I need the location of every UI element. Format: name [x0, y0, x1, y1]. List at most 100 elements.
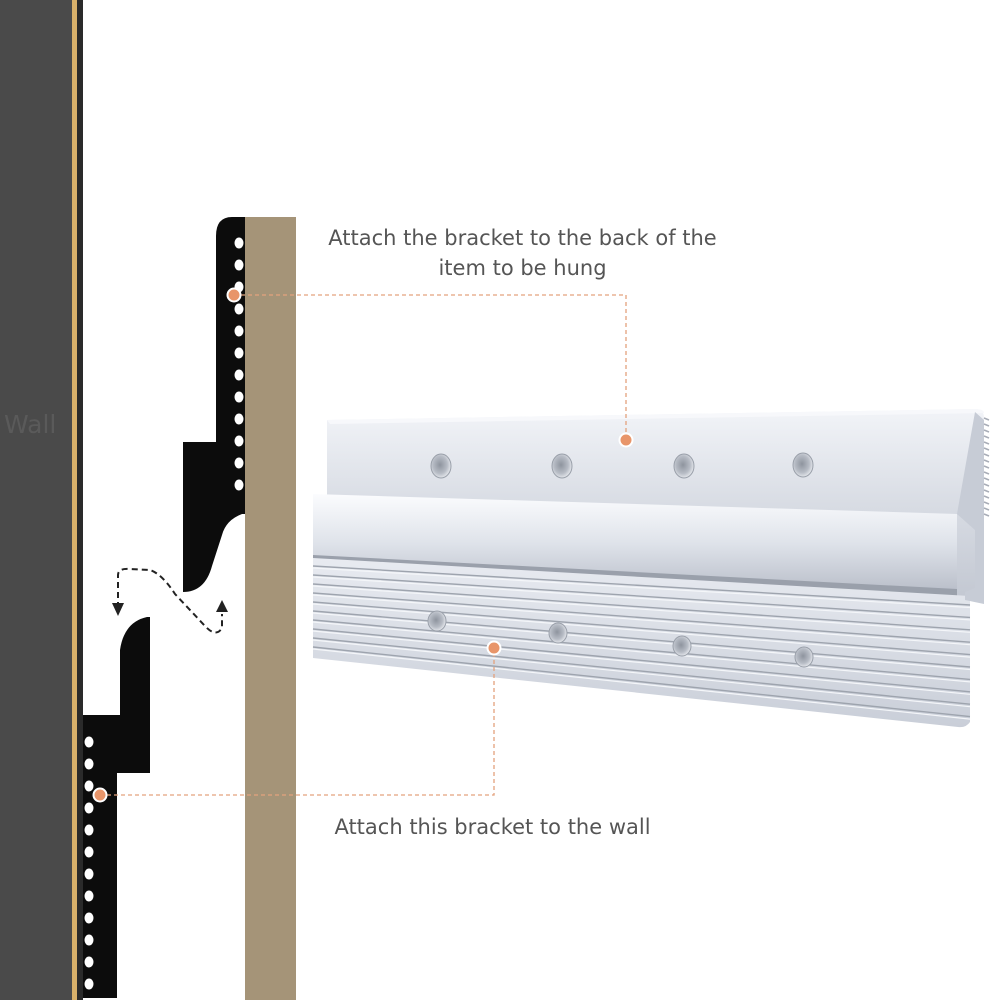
section-hole	[84, 780, 94, 792]
serration-tooth	[983, 429, 990, 433]
serration-tooth	[983, 477, 990, 481]
engagement-arrow-path	[117, 567, 223, 634]
rib-line	[312, 628, 971, 693]
rib-highlight	[312, 639, 971, 708]
arrow-head-down-icon	[112, 603, 124, 616]
serration-tooth	[983, 501, 990, 505]
section-hole	[84, 846, 94, 858]
top-bracket-caption: Attach the bracket to the back of the it…	[300, 223, 745, 283]
section-hole	[234, 413, 244, 425]
bottom-leader-line	[100, 648, 495, 796]
serration-tooth	[983, 471, 990, 475]
section-hole	[234, 259, 244, 271]
screw-hole	[673, 453, 695, 479]
marker-product-lower-plate	[486, 640, 502, 656]
wall-edge	[72, 0, 77, 1000]
rib-highlight	[312, 630, 971, 695]
top-caption-line-2: item to be hung	[438, 256, 607, 280]
serration-tooth	[983, 435, 990, 439]
callout-markers	[92, 287, 634, 803]
section-hole	[84, 978, 94, 990]
serration-tooth	[983, 507, 990, 511]
upper-bracket-section	[183, 217, 245, 592]
marker-upper-bracket-section	[226, 287, 242, 303]
rib-line	[312, 610, 971, 668]
top-caption-line-1: Attach the bracket to the back of the	[328, 226, 717, 250]
serration-tooth	[983, 447, 990, 451]
section-hole	[234, 391, 244, 403]
section-hole	[84, 802, 94, 814]
serration-tooth	[983, 453, 990, 457]
rib-line	[312, 565, 971, 606]
section-hole	[84, 890, 94, 902]
bracket-serration	[983, 417, 990, 517]
section-hole	[84, 912, 94, 924]
top-leader-line	[234, 294, 627, 440]
serration-tooth	[983, 495, 990, 499]
rib-line	[312, 574, 971, 619]
rib-highlight	[312, 585, 971, 633]
rib-highlight	[312, 612, 971, 671]
section-hole	[84, 868, 94, 880]
rib-line	[312, 592, 971, 643]
hung-item-board	[245, 217, 296, 1000]
serration-tooth	[983, 483, 990, 487]
bracket-top-lip	[327, 409, 984, 424]
bracket-ribs	[312, 565, 971, 720]
rib-highlight	[312, 603, 971, 658]
section-hole	[234, 457, 244, 469]
bottom-bracket-caption: Attach this bracket to the wall	[334, 815, 651, 839]
rib-line	[312, 583, 971, 631]
section-hole	[84, 736, 94, 748]
bracket-middle-flange	[313, 494, 957, 592]
arrow-head-up-icon	[216, 600, 228, 612]
serration-tooth	[983, 417, 990, 421]
rib-line	[312, 601, 971, 656]
wall-edge-shadow	[77, 0, 83, 1000]
serration-tooth	[983, 441, 990, 445]
screw-hole	[551, 453, 573, 479]
section-hole	[84, 824, 94, 836]
rib-highlight	[312, 594, 971, 646]
section-hole	[234, 347, 244, 359]
bracket-screw-holes	[427, 452, 814, 668]
screw-hole	[548, 622, 568, 644]
rib-highlight	[312, 567, 971, 609]
section-hole	[234, 435, 244, 447]
rib-highlight	[312, 648, 971, 720]
bracket-right-profile	[957, 412, 984, 604]
rib-highlight	[312, 621, 971, 683]
rib-line	[312, 619, 971, 681]
section-hole	[234, 325, 244, 337]
section-hole	[84, 956, 94, 968]
section-hole	[84, 758, 94, 770]
screw-hole	[792, 452, 814, 478]
rib-highlight	[312, 576, 971, 621]
rib-line	[312, 646, 971, 718]
screw-hole	[794, 646, 814, 668]
serration-tooth	[983, 513, 990, 517]
bracket-lower-ribbed-plate	[313, 558, 970, 728]
marker-lower-bracket-section	[92, 787, 108, 803]
screw-hole	[672, 635, 692, 657]
bracket-flange-shadow	[313, 555, 957, 596]
section-hole	[234, 369, 244, 381]
wall	[0, 0, 72, 1000]
serration-tooth	[983, 489, 990, 493]
section-hole	[84, 934, 94, 946]
screw-hole	[427, 610, 447, 632]
rib-line	[312, 637, 971, 705]
serration-tooth	[983, 465, 990, 469]
marker-product-top-plate	[618, 432, 634, 448]
section-hole	[234, 479, 244, 491]
bracket-holes	[84, 237, 244, 990]
section-hole	[234, 237, 244, 249]
serration-tooth	[983, 423, 990, 427]
aluminum-bracket-product	[312, 409, 990, 728]
wall-label: Wall	[4, 410, 57, 439]
screw-hole	[430, 453, 452, 479]
section-hole	[234, 303, 244, 315]
serration-tooth	[983, 459, 990, 463]
leader-lines	[100, 294, 627, 796]
